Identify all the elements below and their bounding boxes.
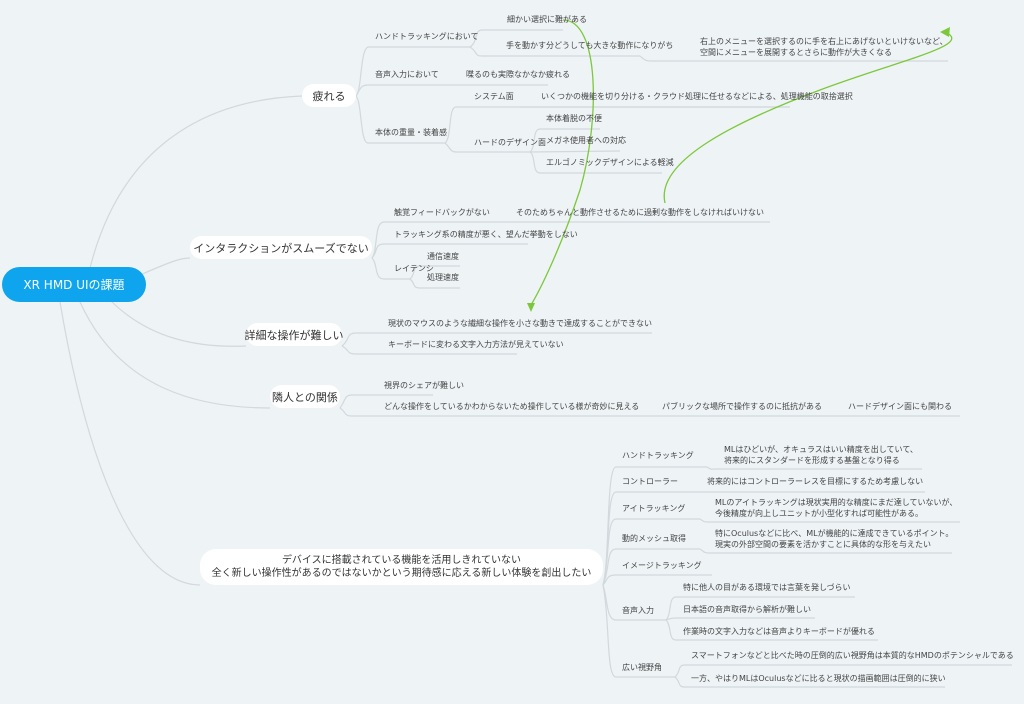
node-label: 隣人との関係 <box>272 390 338 404</box>
relation-arrow-2 <box>663 31 953 204</box>
node-weight[interactable]: 本体の重量・装着感 <box>375 128 447 137</box>
relation-arrows <box>530 19 953 306</box>
node-neighbor-b2[interactable]: ハードデザイン面にも関わる <box>848 402 952 411</box>
node-detail-a[interactable]: 現状のマウスのような繊細な操作を小さな動きで達成することができない <box>388 319 652 328</box>
node-talking-tiring[interactable]: 喋るのも実際なかなか疲れる <box>466 70 570 79</box>
node-detail-b[interactable]: キーボードに変わる文字入力方法が見えていない <box>388 340 564 349</box>
node-dev-voice[interactable]: 音声入力 <box>622 606 654 615</box>
root-node[interactable]: XR HMD UIの課題 <box>2 267 146 302</box>
node-dev-voice-a[interactable]: 特に他人の目がある環境では言葉を発しづらい <box>683 583 851 592</box>
node-tracking-accuracy[interactable]: トラッキング系の精度が悪く、望んだ挙動をしない <box>394 230 578 239</box>
text-line: 特にOculusなどに比べ、MLが機能的に達成できているポイント。 <box>715 529 954 538</box>
node-label: デバイスに搭載されている機能を活用しきれていない <box>281 555 522 566</box>
node-neighbor-a[interactable]: 視界のシェアが難しい <box>384 381 464 390</box>
node-hand-tracking[interactable]: ハンドトラッキングにおいて <box>375 32 479 41</box>
node-dev-eye-detail[interactable]: MLのアイトラッキングは現状実用的な精度にまだ達していないが、今後精度が向上しユ… <box>715 497 957 519</box>
node-dev-image[interactable]: イメージトラッキング <box>622 561 702 570</box>
text-line: 右上のメニューを選択するのに手を右上にあげないといけないなど、 <box>700 37 948 46</box>
node-hw-glasses[interactable]: メガネ使用者への対応 <box>546 136 626 145</box>
node-neighbor-b1[interactable]: パブリックな場所で操作するのに抵抗がある <box>662 402 822 411</box>
text-line: 空間にメニューを展開するとさらに動作が大きくなる <box>700 48 892 57</box>
node-haptic-detail[interactable]: そのためちゃんと動作させるために過剰な動作をしなければいけない <box>516 208 764 217</box>
node-label: 詳細な操作が難しい <box>244 328 344 342</box>
node-big-motion[interactable]: 手を動かす分どうしても大きな動作になりがち <box>506 41 674 50</box>
node-comm-speed[interactable]: 通信速度 <box>427 252 459 261</box>
node-device[interactable]: デバイスに搭載されている機能を活用しきれていない 全く新しい操作性があるのではな… <box>200 549 603 585</box>
node-hw-attach[interactable]: 本体着脱の不便 <box>546 114 602 123</box>
relation-arrow-1 <box>530 19 594 306</box>
node-dev-mesh[interactable]: 動的メッシュ取得 <box>622 534 686 543</box>
node-dev-voice-b[interactable]: 日本語の音声取得から解析が難しい <box>683 605 811 614</box>
arrowhead-icon <box>940 27 950 37</box>
text-line: 現実の外部空間の要素を活かすことに具体的な形を与えたい <box>715 540 931 549</box>
node-dev-controller-detail[interactable]: 将来的にはコントローラーレスを目標にするため考慮しない <box>707 477 924 486</box>
node-dev-fov[interactable]: 広い視野角 <box>622 663 662 672</box>
node-label: 疲れる <box>312 89 346 103</box>
root-label: XR HMD UIの課題 <box>23 278 125 292</box>
node-voice-input[interactable]: 音声入力において <box>375 70 439 79</box>
text-line: 今後精度が向上しユニットが小型化すれば可能性がある。 <box>715 509 923 518</box>
node-neighbor[interactable]: 隣人との関係 <box>270 385 340 408</box>
node-system-detail[interactable]: いくつかの機能を切り分ける・クラウド処理に任せるなどによる、処理機能の取捨選択 <box>541 92 853 101</box>
node-menu-note[interactable]: 右上のメニューを選択するのに手を右上にあげないといけないなど、空間にメニューを展… <box>700 36 948 58</box>
text-line: 将来的にスタンダードを形成する基盤となり得る <box>724 456 900 465</box>
text-line: MLはひどいが、オキュラスはいい精度を出していて、 <box>724 445 918 454</box>
node-interaction[interactable]: インタラクションがスムーズでない <box>190 236 372 259</box>
node-fatigue[interactable]: 疲れる <box>302 84 356 107</box>
node-detail[interactable]: 詳細な操作が難しい <box>244 323 344 346</box>
node-dev-fov-b[interactable]: 一方、やはりMLはOculusなどに比ると現状の描画範囲は圧倒的に狭い <box>691 674 946 683</box>
node-dev-mesh-detail[interactable]: 特にOculusなどに比べ、MLが機能的に達成できているポイント。現実の外部空間… <box>715 528 953 550</box>
node-latency[interactable]: レイテンシ <box>394 264 434 273</box>
node-dev-fov-a[interactable]: スマートフォンなどと比べた時の圧倒的広い視野角は本質的なHMDのポテンシャルであ… <box>691 651 1014 660</box>
node-neighbor-b[interactable]: どんな操作をしているかわからないため操作している様が奇妙に見える <box>384 402 640 411</box>
node-fine-selection[interactable]: 細かい選択に難がある <box>507 15 587 24</box>
node-label: 全く新しい操作性があるのではないかという期待感に応える新しい体験を創出したい <box>211 568 592 579</box>
node-hw-ergonomic[interactable]: エルゴノミックデザインによる軽減 <box>546 158 674 167</box>
node-label: インタラクションがスムーズでない <box>193 241 369 255</box>
node-dev-eye[interactable]: アイトラッキング <box>622 504 686 513</box>
node-dev-hand-detail[interactable]: MLはひどいが、オキュラスはいい精度を出していて、将来的にスタンダードを形成する… <box>724 444 918 466</box>
arrowhead-icon <box>527 303 535 312</box>
node-hardware[interactable]: ハードのデザイン面 <box>474 138 546 147</box>
node-dev-hand[interactable]: ハンドトラッキング <box>622 451 694 460</box>
text-line: MLのアイトラッキングは現状実用的な精度にまだ達していないが、 <box>715 498 958 507</box>
node-proc-speed[interactable]: 処理速度 <box>427 273 459 282</box>
node-system[interactable]: システム面 <box>474 92 514 101</box>
node-dev-voice-c[interactable]: 作業時の文字入力などは音声よりキーボードが優れる <box>683 627 875 636</box>
node-haptic[interactable]: 触覚フィードバックがない <box>394 208 490 217</box>
node-dev-controller[interactable]: コントローラー <box>622 477 678 486</box>
